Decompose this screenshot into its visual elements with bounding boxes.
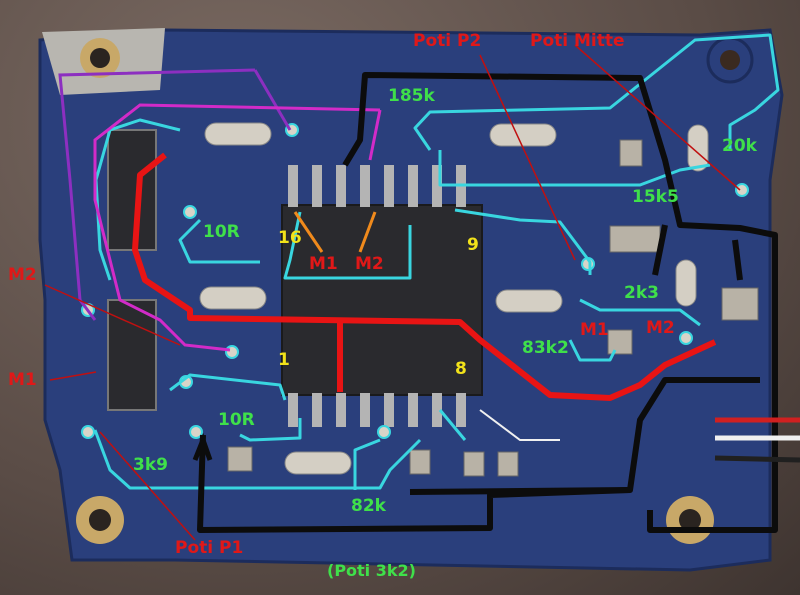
label-poti-mitte: Poti Mitte: [530, 31, 625, 51]
red-trace: [132, 152, 717, 401]
label-poti-p1: Poti P1: [175, 538, 244, 558]
label-pin-1: 1: [278, 350, 290, 370]
label-pin-8: 8: [455, 359, 467, 379]
wires-right: [714, 417, 800, 463]
left-transistor-top: [107, 129, 157, 251]
ic-pins-bottom: [288, 393, 466, 427]
label-m2-right: M2: [646, 318, 675, 338]
smd-parts: [227, 139, 759, 477]
label-poti-3k2: (Poti 3k2): [327, 561, 416, 580]
black-trace: [342, 72, 778, 533]
label-20k: 20k: [722, 136, 757, 156]
label-82k: 82k: [351, 496, 386, 516]
label-pin-16: 16: [278, 228, 302, 248]
slotted-pads: [199, 122, 709, 475]
label-2k3: 2k3: [624, 283, 659, 303]
left-transistor-bottom: [107, 299, 157, 411]
label-pin-9: 9: [467, 235, 479, 255]
orange-leaders: [293, 211, 377, 253]
label-10r-bottom: 10R: [218, 410, 255, 430]
white-trace: [479, 409, 560, 441]
label-10r-top: 10R: [203, 222, 240, 242]
label-m2-left: M2: [8, 265, 37, 285]
label-m1-top: M1: [309, 254, 338, 274]
label-185k: 185k: [388, 86, 435, 106]
label-m2-top: M2: [355, 254, 384, 274]
main-ic: [281, 204, 483, 396]
cyan-traces: [93, 33, 780, 490]
label-3k9: 3k9: [133, 455, 168, 475]
purple-trace: [58, 68, 256, 321]
magenta-trace: [93, 103, 381, 352]
red-leaders: [44, 44, 741, 541]
label-m1-left: M1: [8, 370, 37, 390]
label-m1-right: M1: [580, 320, 609, 340]
label-83k2: 83k2: [522, 338, 569, 358]
label-poti-p2: Poti P2: [413, 31, 482, 51]
label-15k5: 15k5: [632, 187, 679, 207]
